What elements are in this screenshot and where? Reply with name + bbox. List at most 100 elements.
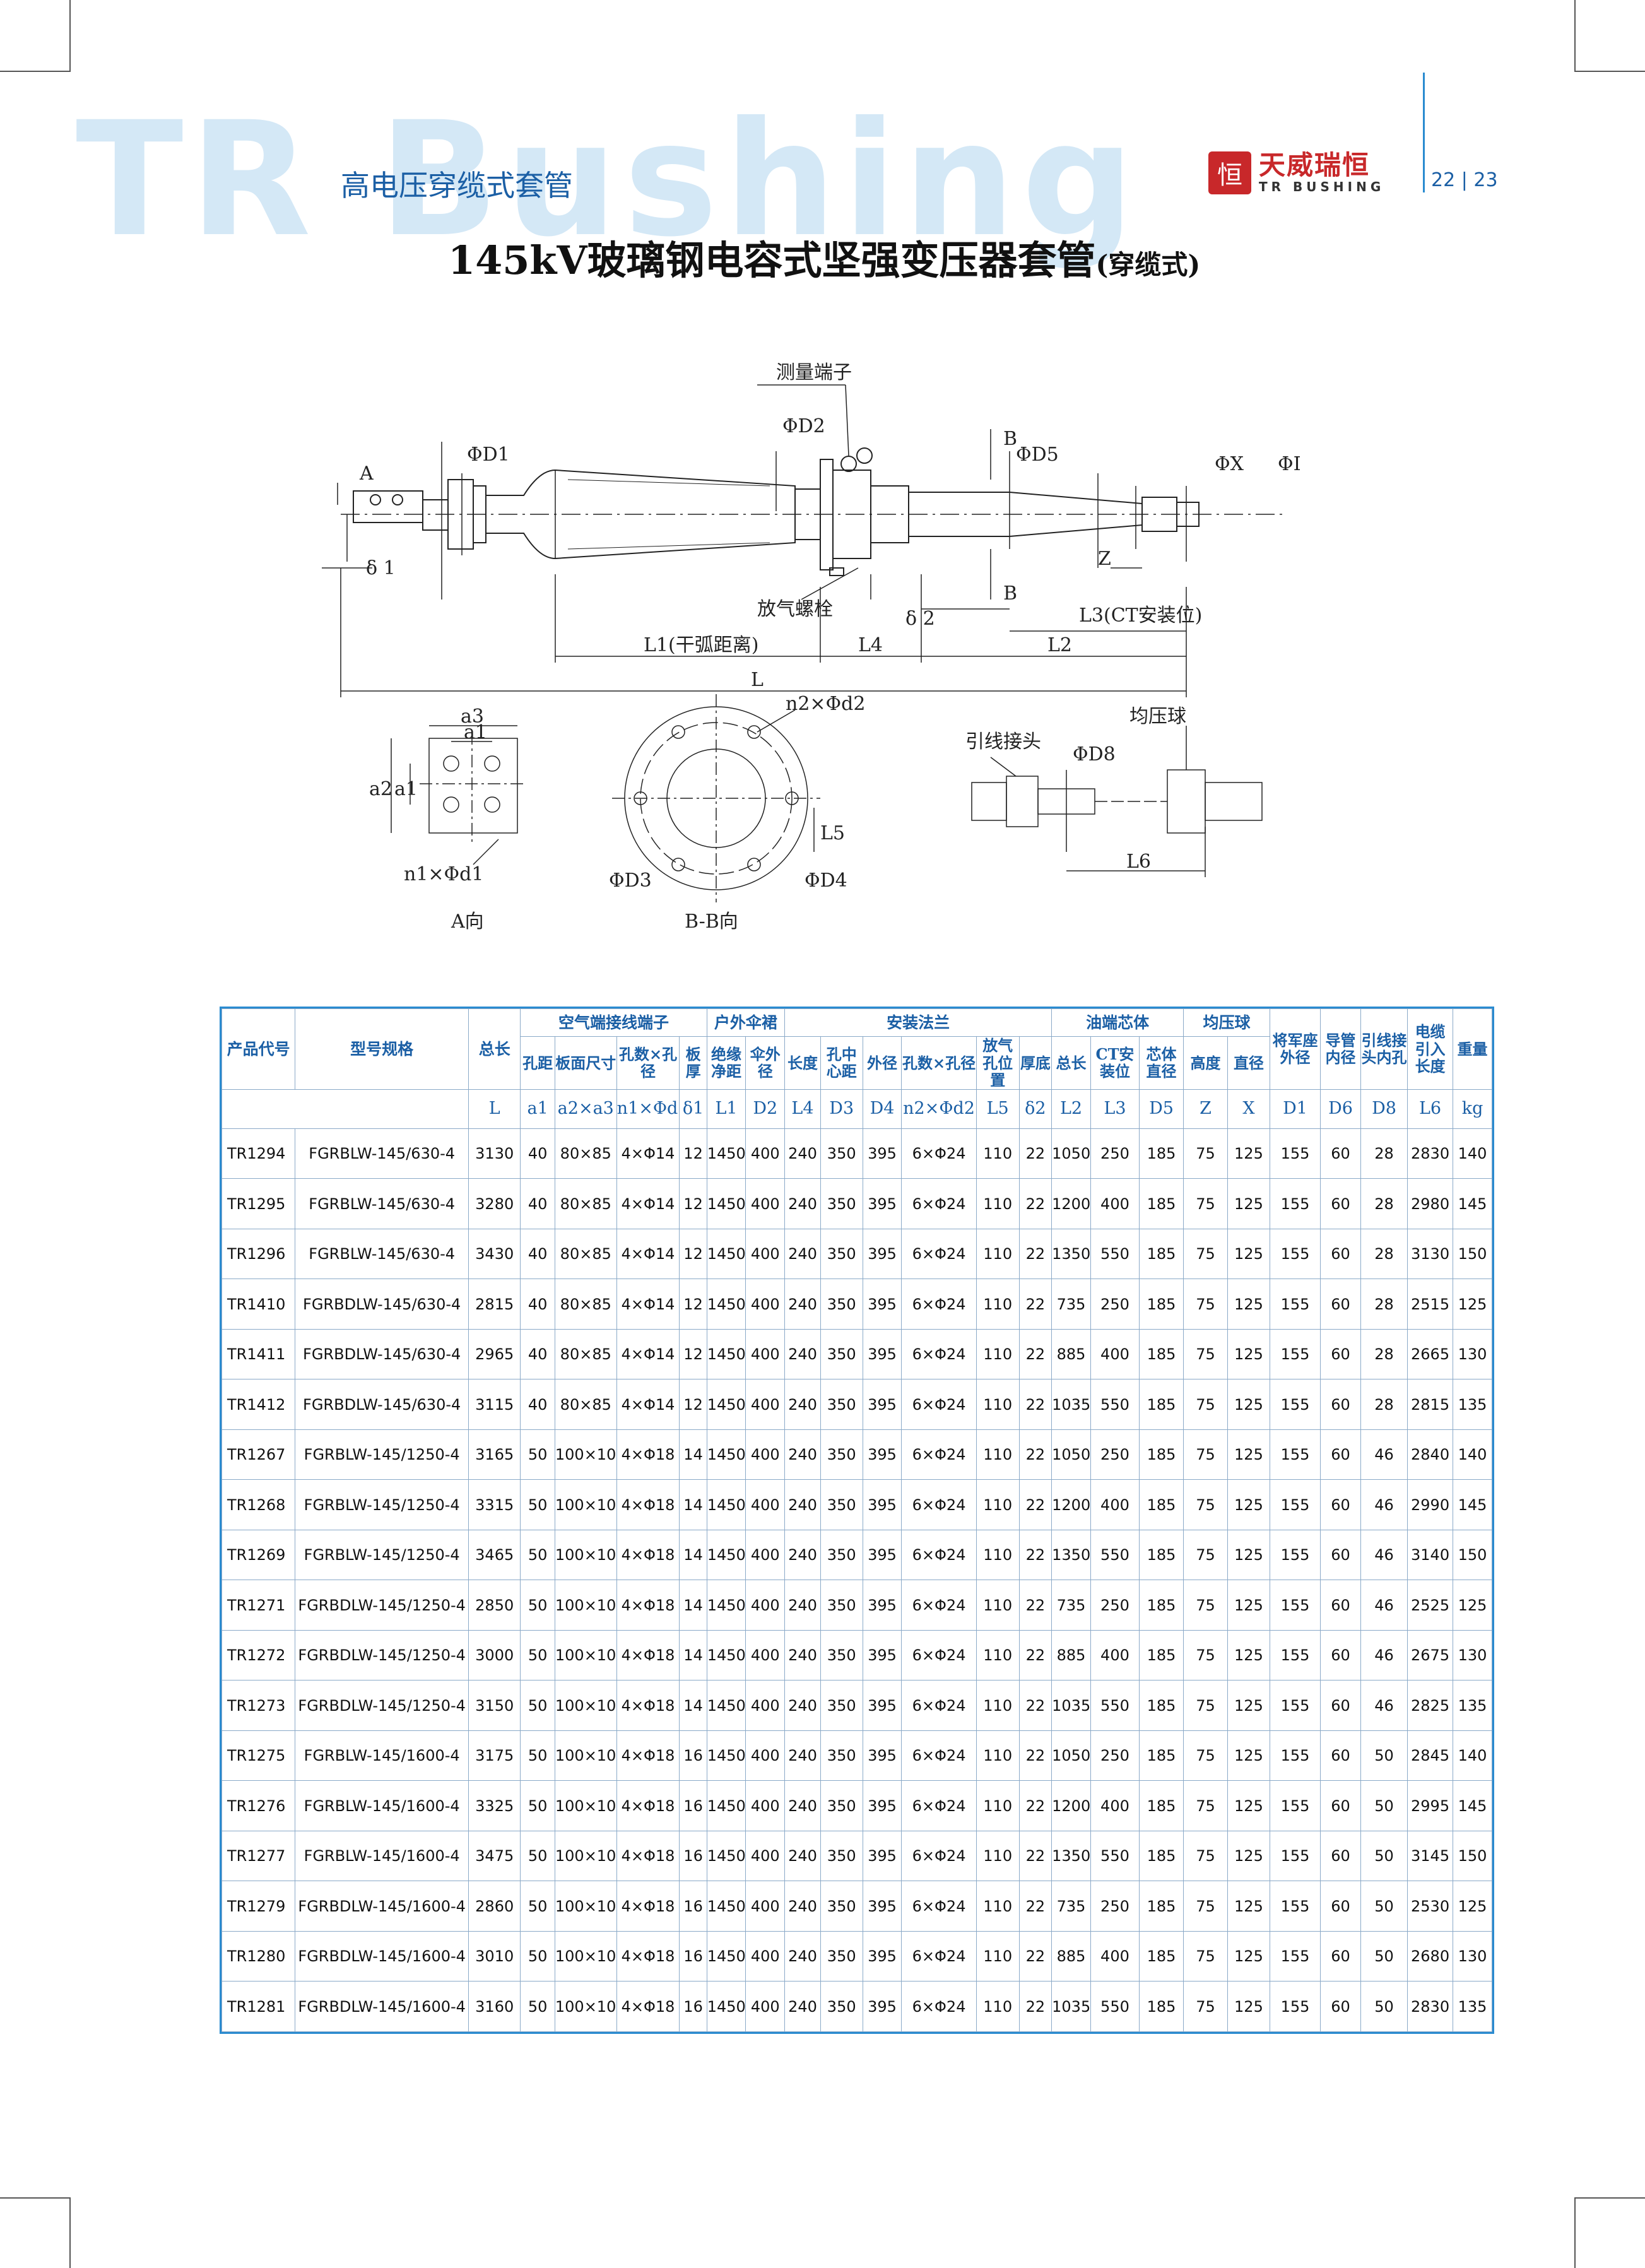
table-cell: 60 [1320,1429,1361,1480]
label-balance-ball: 均压球 [1129,706,1186,728]
table-cell: 350 [820,1279,863,1330]
table-cell: 550 [1090,1379,1140,1430]
product-code-cell: TR1296 [221,1228,296,1280]
table-cell: 100×105 [554,1981,617,2032]
table-cell: 22 [1018,1780,1052,1831]
header-divider [1423,73,1425,192]
table-cell: 135 [1453,1981,1492,2032]
label-delta2: δ 2 [905,608,935,630]
table-cell: 80×85 [554,1328,617,1380]
table-cell: 3280 [468,1178,521,1229]
table-cell: 3430 [468,1228,521,1280]
table-cell: 4×Φ18 [616,1730,680,1781]
label-a3: a3 [461,706,484,728]
table-cell: 75 [1183,1830,1228,1882]
table-cell: 350 [820,1228,863,1280]
table-cell: 155 [1269,1429,1321,1480]
table-cell: 1450 [706,1881,746,1932]
table-cell: 40 [520,1379,555,1430]
table-cell: 60 [1320,1730,1361,1781]
header-core-dia: 芯体直径 [1139,1036,1184,1090]
table-cell: 6×Φ24 [901,1228,977,1280]
table-cell: 185 [1139,1881,1184,1932]
header-plate-size: 板面尺寸 [554,1036,617,1090]
model-cell: FGRBLW-145/1600-4 [295,1830,469,1882]
crop-mark [69,0,71,71]
table-cell: 250 [1090,1730,1140,1781]
table-cell: 125 [1227,1178,1270,1229]
table-cell: 50 [1360,1730,1408,1781]
table-cell: 75 [1183,1328,1228,1380]
table-cell: 100×105 [554,1479,617,1530]
table-cell: 250 [1090,1128,1140,1179]
symbol-cell: X [1227,1089,1270,1129]
table-cell: 4×Φ18 [616,1930,680,1982]
table-cell: 46 [1360,1580,1408,1631]
product-code-cell: TR1294 [221,1128,296,1179]
table-cell: 50 [1360,1930,1408,1982]
table-cell: 75 [1183,1279,1228,1330]
table-cell: 155 [1269,1881,1321,1932]
table-cell: 400 [745,1680,786,1731]
table-cell: 4×Φ18 [616,1629,680,1681]
table-cell: 80×85 [554,1178,617,1229]
table-cell: 110 [976,1479,1020,1530]
label-b-bottom: B [1003,582,1017,605]
table-cell: 6×Φ24 [901,1730,977,1781]
table-cell: 2680 [1407,1930,1454,1982]
table-cell: 240 [784,1328,821,1380]
table-cell: 22 [1018,1128,1052,1179]
table-cell: 240 [784,1228,821,1280]
table-cell: 75 [1183,1429,1228,1480]
table-cell: 350 [820,1529,863,1581]
table-cell: 395 [862,1730,902,1781]
header-model: 型号规格 [295,1008,469,1090]
label-a1: a1 [464,721,487,743]
table-cell: 6×Φ24 [901,1680,977,1731]
table-cell: 50 [520,1730,555,1781]
table-cell: 16 [679,1930,707,1982]
table-cell: 50 [1360,1830,1408,1882]
label-a2: a2 [369,778,392,800]
table-cell: 22 [1018,1178,1052,1229]
table-cell: 350 [820,1580,863,1631]
label-d1: ΦD1 [467,444,510,466]
table-cell: 250 [1090,1580,1140,1631]
table-cell: 130 [1453,1629,1492,1681]
table-cell: 60 [1320,1981,1361,2032]
table-cell: 110 [976,1328,1020,1380]
model-cell: FGRBLW-145/1250-4 [295,1529,469,1581]
table-cell: 50 [1360,1881,1408,1932]
symbol-cell: L2 [1051,1089,1091,1129]
table-cell: 100×105 [554,1580,617,1631]
table-cell: 100×105 [554,1780,617,1831]
table-row: TR1269FGRBLW-145/1250-4346550100×1054×Φ1… [221,1529,1492,1581]
table-cell: 185 [1139,1328,1184,1380]
table-cell: 350 [820,1981,863,2032]
header-ball-h: 高度 [1183,1036,1228,1090]
table-cell: 60 [1320,1580,1361,1631]
table-cell: 550 [1090,1228,1140,1280]
table-cell: 6×Φ24 [901,1279,977,1330]
table-cell: 1450 [706,1830,746,1882]
table-cell: 100×105 [554,1429,617,1480]
table-cell: 155 [1269,1580,1321,1631]
table-cell: 395 [862,1128,902,1179]
table-cell: 395 [862,1279,902,1330]
table-cell: 50 [1360,1780,1408,1831]
table-cell: 22 [1018,1930,1052,1982]
table-cell: 395 [862,1981,902,2032]
table-cell: 12 [679,1178,707,1229]
table-cell: 185 [1139,1228,1184,1280]
symbol-cell: L6 [1407,1089,1454,1129]
model-cell: FGRBLW-145/630-4 [295,1228,469,1280]
table-cell: 125 [1227,1780,1270,1831]
table-row: TR1277FGRBLW-145/1600-4347550100×1054×Φ1… [221,1830,1492,1882]
model-cell: FGRBLW-145/1600-4 [295,1730,469,1781]
table-cell: 240 [784,1580,821,1631]
table-cell: 155 [1269,1479,1321,1530]
table-cell: 155 [1269,1529,1321,1581]
table-cell: 185 [1139,1780,1184,1831]
table-row: TR1279FGRBDLW-145/1600-4286050100×1054×Φ… [221,1881,1492,1932]
